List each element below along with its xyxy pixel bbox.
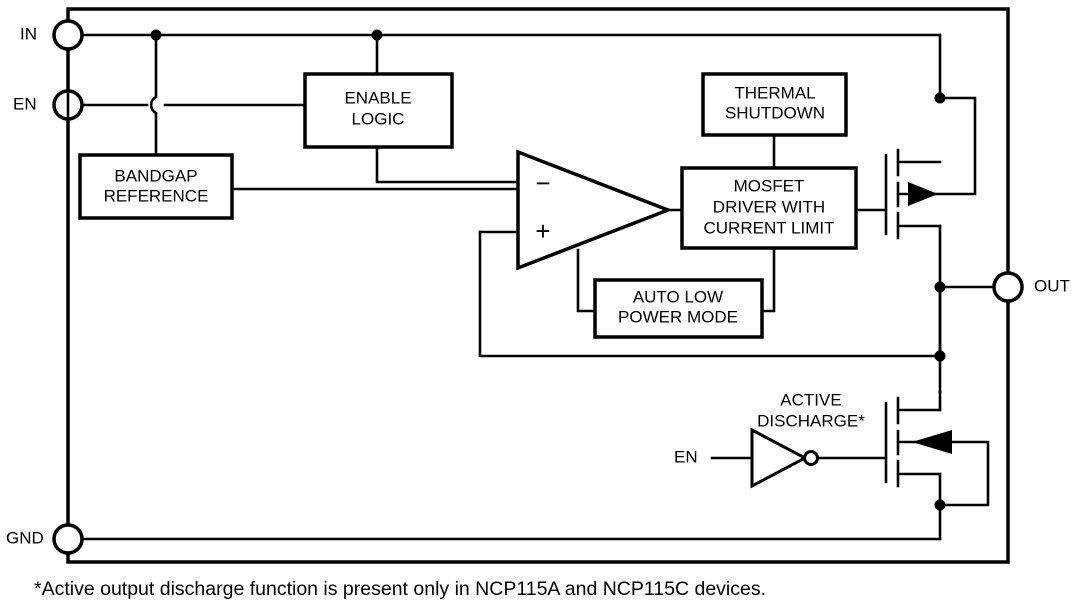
pin-label-out: OUT — [1034, 276, 1070, 295]
pin-label-in: IN — [20, 24, 37, 43]
pin-out-terminal — [992, 271, 1024, 303]
block-bandgap-reference[interactable]: BANDGAP REFERENCE — [78, 153, 234, 220]
wire-driver-to-autolow — [760, 246, 776, 313]
junction-out-node — [934, 281, 946, 293]
block-auto-low-power-mode-line2: POWER MODE — [618, 307, 738, 326]
wire-opamp-to-autolow — [576, 248, 597, 313]
pin-terminals — [52, 19, 1024, 555]
block-thermal-shutdown-line1: THERMAL — [734, 83, 815, 102]
inverter-gate[interactable] — [750, 427, 819, 489]
block-enable-logic-line2: LOGIC — [352, 109, 405, 128]
active-discharge-label-line1: ACTIVE — [780, 390, 841, 409]
figure-footnote: *Active output discharge function is pre… — [34, 578, 767, 600]
opamp-noninverting-input-sign: + — [535, 216, 550, 246]
block-thermal-shutdown[interactable]: THERMAL SHUTDOWN — [701, 72, 848, 137]
device-boundary — [66, 7, 1010, 564]
wire-enable-logic-to-opamp — [375, 145, 520, 184]
junction-pmos-source — [934, 92, 946, 104]
junction-nmos-source — [934, 499, 946, 511]
inverter-bubble-icon — [803, 450, 819, 466]
block-auto-low-power-mode-line1: AUTO LOW — [633, 287, 723, 306]
wiring — [66, 7, 1010, 564]
pin-label-en: EN — [13, 94, 37, 113]
block-enable-logic-line1: ENABLE — [344, 88, 411, 107]
block-auto-low-power-mode[interactable]: AUTO LOW POWER MODE — [593, 278, 764, 339]
block-mosfet-driver[interactable]: MOSFET DRIVER WITH CURRENT LIMIT — [680, 166, 858, 250]
block-enable-logic[interactable]: ENABLE LOGIC — [303, 72, 454, 149]
junction-dots — [150, 29, 946, 511]
block-mosfet-driver-line1: MOSFET — [734, 176, 805, 195]
junction-feedback-node — [934, 350, 946, 362]
block-bandgap-reference-line1: BANDGAP — [114, 166, 197, 185]
block-mosfet-driver-line3: CURRENT LIMIT — [704, 218, 835, 237]
wire-in-branch-to-bandgap — [149, 33, 158, 157]
error-amplifier[interactable]: − + — [516, 149, 673, 271]
block-thermal-shutdown-line2: SHUTDOWN — [725, 103, 825, 122]
active-discharge-en-label: EN — [674, 447, 698, 466]
junction-in-enable — [371, 29, 383, 41]
pmos-body-lead — [896, 96, 977, 196]
opamp-inverting-input-sign: − — [535, 168, 550, 198]
pmos-body-diode-icon — [908, 182, 938, 206]
nmos-body-diode-icon — [912, 430, 952, 454]
active-discharge-label-line2: DISCHARGE* — [757, 411, 865, 430]
pin-in-terminal — [52, 19, 84, 51]
pin-gnd-terminal — [52, 523, 84, 555]
block-mosfet-driver-line2: DRIVER WITH — [713, 197, 825, 216]
junction-in-bandgap — [150, 29, 162, 41]
wire-feedback-sense — [478, 230, 942, 358]
block-bandgap-reference-line2: REFERENCE — [104, 186, 209, 205]
labels: IN EN OUT GND EN ACTIVE DISCHARGE* — [6, 24, 1070, 547]
pin-label-gnd: GND — [6, 528, 44, 547]
